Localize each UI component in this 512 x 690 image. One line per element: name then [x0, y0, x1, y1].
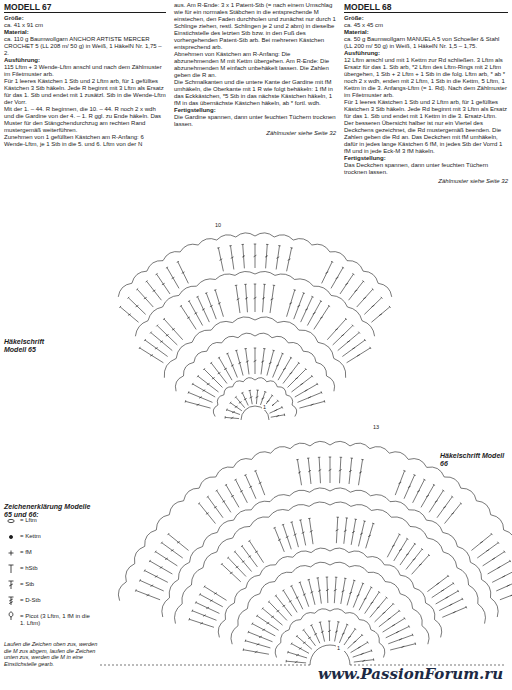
text-column: MODELL 67 Größe:ca. 41 x 91 cmMaterial:ca… [4, 2, 166, 148]
stitch-symbol [9, 565, 14, 573]
legend-entry: = Picot (3 Lftm, 1 fM in die 1. Lftm) [20, 613, 96, 627]
chart-title: Häkelschrift Modell 65 [4, 338, 64, 354]
instruction-text: Zählmuster siehe Seite 32 [344, 178, 508, 185]
instruction-text: Das Deckchen spannen, dann unter feuchte… [344, 162, 508, 176]
instruction-text: Zählmuster siehe Seite 32 [174, 130, 336, 137]
legend-entry: = Kettm [20, 533, 96, 540]
instruction-text: aus. Am R-Ende: 3 x 1 Patent-Stb (= nach… [174, 2, 336, 51]
legend-entry: = fM [20, 549, 96, 556]
instruction-text: Die Gardine spannen, dann unter feuchten… [174, 114, 336, 128]
legend-entry: = Stb [20, 581, 96, 588]
stitch-symbol [9, 597, 14, 605]
instruction-text: ca. 50 g Baumwollgarn MANUELA 5 von Scho… [344, 36, 508, 50]
instruction-text: Abnehmen von Kästchen am R-Anfang: Die a… [174, 51, 336, 79]
chart-title: Häkelschrift Modell 66 [440, 452, 506, 468]
round-number: 1 [336, 645, 346, 651]
instruction-text: Größe: [4, 15, 166, 22]
instruction-text: Größe: [344, 15, 508, 22]
instruction-text: ca. 45 x 45 cm [344, 22, 508, 29]
model-heading: MODELL 68 [344, 2, 508, 13]
instruction-text: Zunehmen von 1 gefüllten Kästchen am R-A… [4, 134, 166, 148]
stitch-symbol [9, 581, 14, 589]
legend-symbols [8, 519, 14, 620]
crochet-chart [98, 441, 512, 665]
legend-entry: = D-Stb [20, 597, 96, 604]
legend-note: Laufen die Zeichen oben zus, werden die … [4, 641, 104, 667]
instruction-text: Ausführung: [344, 50, 508, 57]
instruction-text: ca. 41 x 91 cm [4, 22, 166, 29]
stitch-symbol [9, 612, 13, 620]
round-number: 13 [372, 424, 386, 430]
legend-entry: = Lftm [20, 517, 96, 524]
instruction-text: Fertigstellung: [174, 107, 336, 114]
instruction-text: Fertigstellung: [344, 155, 508, 162]
crochet-chart [118, 233, 391, 420]
stitch-symbol [8, 519, 14, 522]
instruction-text: Material: [4, 29, 166, 36]
instruction-text: Die Schmalkanten und die untere Kante de… [174, 79, 336, 107]
text-column: MODELL 68 Größe:ca. 45 x 45 cmMaterial:ca… [344, 2, 508, 185]
instruction-text: ca. 110 g Baumwollgarn ANCHOR ARTISTE ME… [4, 36, 166, 57]
instruction-text: Der besseren Übersicht halber ist nur ei… [344, 120, 508, 155]
instruction-text: Ausführung: [4, 57, 166, 64]
text-column: aus. Am R-Ende: 3 x 1 Patent-Stb (= nach… [174, 2, 336, 137]
instruction-text: Mit der 1. – 44. R beginnen, die 10. – 4… [4, 106, 166, 134]
round-number: 10 [214, 222, 228, 228]
instruction-text: 115 Lftm + 3 Wende-Lftm anschl und nach … [4, 64, 166, 78]
instruction-text: Material: [344, 29, 508, 36]
instruction-text: Für 1 leeres Kästchen 1 Stb und 2 Lftm a… [4, 78, 166, 106]
instruction-text: 12 Lftm anschl und mit 1 Kettm zur Rd sc… [344, 57, 508, 99]
watermark: www.PassionForum.ru [318, 665, 503, 683]
round-number: 1 [262, 404, 272, 410]
legend-heading: Zeichenerklärung Modelle 65 und 66: [4, 503, 100, 519]
stitch-symbol [9, 535, 12, 538]
instruction-text: Für 1 leeres Kästchen 1 Stb und 2 Lftm a… [344, 99, 508, 120]
stitch-symbol [9, 551, 14, 556]
legend-entry: = hStb [20, 565, 96, 572]
model-heading: MODELL 67 [4, 2, 166, 13]
